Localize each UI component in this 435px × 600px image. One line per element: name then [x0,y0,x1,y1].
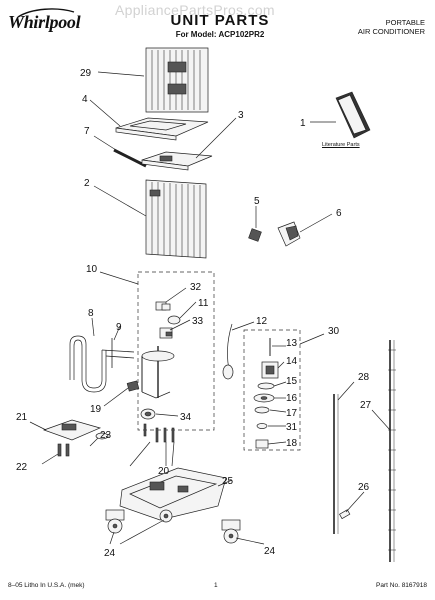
footer-page-number: 1 [214,582,218,589]
part-17-washer [254,406,270,414]
callout-33: 33 [192,316,204,327]
callout-34: 34 [180,412,192,423]
part-8-coil [69,335,135,393]
product-type: PORTABLE AIR CONDITIONER [315,18,425,36]
part-21-control-board [42,419,102,441]
product-type-line1: PORTABLE [385,18,425,27]
part-5-clip [248,228,262,242]
part-31-o-ring [256,423,268,429]
part-34-bearing [140,408,156,420]
callout-24-right: 24 [264,546,276,557]
callout-30: 30 [328,326,340,337]
callout-23: 23 [100,430,112,441]
part-28-side-panel [333,394,339,534]
part-26-plug [339,509,351,520]
callout-18: 18 [286,438,298,449]
callout-13: 13 [286,338,298,349]
callout-15: 15 [286,376,298,387]
part-7-rod [113,148,147,168]
footer-print-info: 8–05 Litho In U.S.A. (mek) [8,582,85,589]
callout-19: 19 [90,404,102,415]
callout-2: 2 [84,178,90,189]
part-10-impeller-shaft [141,346,175,399]
part-24-caster-left [105,509,125,534]
callout-8: 8 [88,308,94,319]
assembly-10-outline [137,271,215,431]
brand-logo: Whirlpool [8,12,81,32]
callout-31: 31 [286,422,298,433]
callout-6: 6 [336,208,342,219]
page-title: UNIT PARTS [170,12,270,29]
part-24-caster-right [221,519,241,544]
callout-17: 17 [286,408,298,419]
part-24-caster-center [159,509,173,523]
part-29-top-grille [145,47,209,113]
part-33-motor [159,327,173,339]
part-3-drain-tray [141,151,213,171]
callout-labels: 29 4 3 7 1 2 5 6 10 32 11 33 8 9 12 30 1… [16,68,372,559]
leader-lines [29,71,391,545]
watermark: AppliancePartsPros.com [115,2,275,18]
callout-9: 9 [116,322,122,333]
callout-21: 21 [16,412,28,423]
callout-29: 29 [80,68,92,79]
part-16-impeller [253,393,275,403]
part-20-screws [143,423,175,443]
part-14-pump-motor [261,361,279,379]
literature-parts-label: Literature Parts [322,142,360,148]
callout-14: 14 [286,356,298,367]
part-22-screw [57,443,70,457]
part-32-cap [155,301,171,311]
callout-25: 25 [222,476,234,487]
callout-10: 10 [86,264,98,275]
callout-11: 11 [198,298,209,309]
part-23-fastener [95,432,109,440]
callout-1: 1 [300,118,306,129]
callout-32: 32 [190,282,202,293]
callout-7: 7 [84,126,90,137]
part-6-bracket [277,221,301,247]
part-1-literature-booklet [335,91,371,139]
part-2-main-housing [145,179,207,259]
part-27-rail [388,340,396,562]
whirlpool-logo-swoosh [17,8,75,18]
callout-5: 5 [254,196,260,207]
callout-27: 27 [360,400,372,411]
model-number: For Model: ACP102PR2 [175,30,265,39]
callout-16: 16 [286,393,298,404]
callout-24-left: 24 [104,548,116,559]
callout-12: 12 [256,316,268,327]
callout-4: 4 [82,94,88,105]
callout-22: 22 [16,462,28,473]
product-type-line2: AIR CONDITIONER [357,27,425,36]
part-15-seal [257,382,275,390]
callout-28: 28 [358,372,370,383]
callout-20: 20 [158,466,170,477]
part-12-drain-hose [222,323,234,380]
assembly-30-outline [243,329,301,451]
part-4-cover-plate [115,117,209,141]
footer-part-number: Part No. 8167918 [376,582,427,589]
part-19-fitting [126,380,140,392]
part-11-gasket [167,315,181,325]
part-25-base-pan [119,467,227,521]
callout-3: 3 [238,110,244,121]
callout-26: 26 [358,482,370,493]
part-18-pump-base [255,439,269,449]
